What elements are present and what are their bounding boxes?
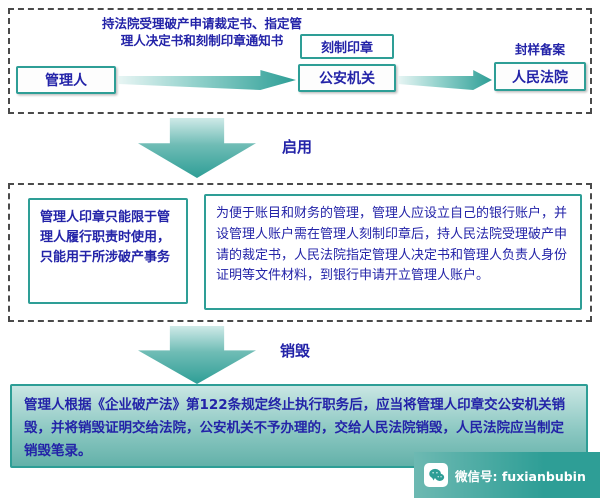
label-sample-filing: 封样备案 bbox=[514, 42, 565, 57]
node-court: 人民法院 bbox=[494, 62, 586, 91]
stage-activation-label: 启用 bbox=[282, 138, 313, 156]
wechat-watermark: 微信号: fuxianbubin bbox=[414, 452, 600, 498]
node-manager: 管理人 bbox=[16, 66, 116, 94]
down-arrow-destruction bbox=[138, 326, 256, 384]
arrow1-annotation: 持法院受理破产申请裁定书、指定管理人决定书和刻制印章通知书 bbox=[101, 16, 302, 48]
seal-creation-section bbox=[8, 8, 592, 114]
node-police: 公安机关 bbox=[298, 64, 396, 92]
usage-restriction-box: 管理人印章只能限于管理人履行职责时使用，只能用于所涉破产事务 bbox=[28, 198, 188, 304]
down-arrow-activation bbox=[138, 118, 256, 178]
wechat-icon bbox=[424, 463, 448, 487]
watermark-text: 微信号: fuxianbubin bbox=[455, 468, 586, 484]
label-seal-engraving: 刻制印章 bbox=[300, 34, 394, 59]
bank-account-box: 为便于账目和财务的管理，管理人应设立自己的银行账户，并设管理人账户需在管理人刻制… bbox=[204, 194, 582, 310]
stage-destruction-label: 销毁 bbox=[280, 342, 311, 360]
